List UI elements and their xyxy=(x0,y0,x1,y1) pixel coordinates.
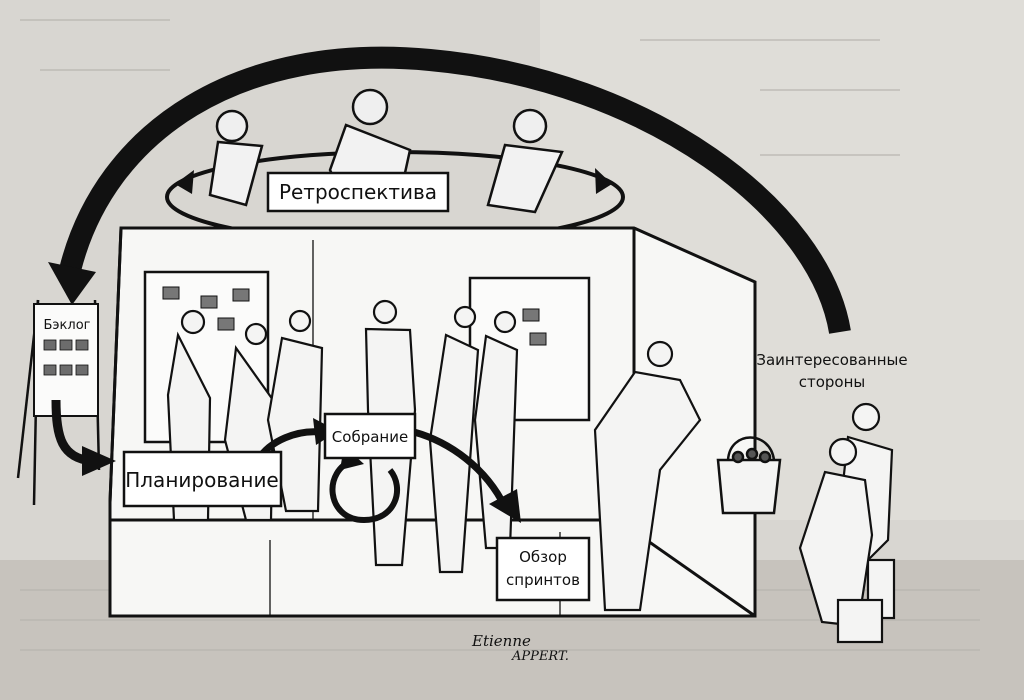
backlog-label: Бэклог xyxy=(44,318,91,333)
planning-label: Планирование xyxy=(125,468,279,492)
stakeholders-label-line2: стороны xyxy=(799,373,866,391)
meeting-to-review-arrow xyxy=(413,428,509,509)
meeting-to-review-arrowhead xyxy=(489,489,521,523)
artist-signature-line2: APPERT. xyxy=(511,649,569,664)
stakeholders-label-line1: Заинтересованные xyxy=(756,351,907,369)
right-wall-cards xyxy=(522,308,547,346)
backlog-to-planning-arrowhead xyxy=(82,446,116,476)
retrospective-loop-arrow-left xyxy=(175,170,194,194)
retrospective-label: Ретроспектива xyxy=(279,180,437,204)
stakeholder-people-icon xyxy=(798,402,896,644)
retrospective-loop-arrow-right xyxy=(595,168,612,194)
planning-label-box: Планирование xyxy=(122,450,283,508)
meeting-label: Собрание xyxy=(332,428,408,446)
feedback-arc xyxy=(59,46,851,334)
meeting-cycle-loop xyxy=(329,457,401,524)
backlog-board-icon xyxy=(16,299,101,506)
feedback-arc-arrowhead xyxy=(48,262,96,305)
delivery-basket-icon xyxy=(716,436,782,515)
review-label-box: Обзор спринтов xyxy=(495,536,591,602)
artist-signature-line1: Etienne xyxy=(471,632,531,650)
review-label-line2: спринтов xyxy=(506,571,580,589)
left-wall-cards xyxy=(162,286,250,331)
review-label-line1: Обзор xyxy=(519,548,567,566)
meeting-label-box: Собрание xyxy=(323,412,417,460)
retrospective-label-box: Ретроспектива xyxy=(266,171,450,213)
